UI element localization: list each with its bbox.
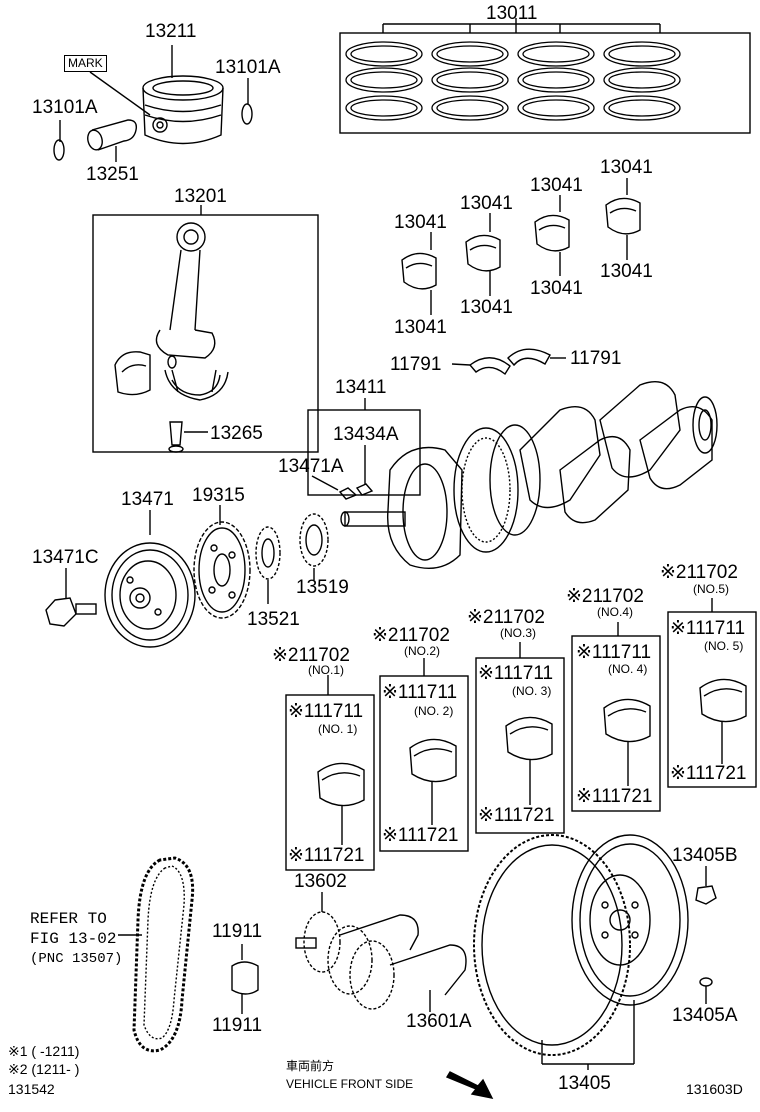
ring-gear — [473, 834, 631, 1056]
snap-ring-right — [241, 78, 253, 125]
note-1: ※1 ( -1211) — [8, 1043, 80, 1059]
label-bearing-6: 13041 — [530, 278, 583, 299]
figure-code-left: 131542 — [8, 1081, 55, 1097]
label-13211: 13211 — [145, 21, 197, 42]
label-13601a: 13601A — [406, 1011, 472, 1032]
flywheel-pin — [699, 977, 713, 1004]
connecting-rod-assembly — [92, 205, 319, 453]
front-side-jp: 車両前方 — [286, 1059, 335, 1073]
label-11911-top: 11911 — [212, 921, 263, 942]
label-g2-11711: ※111711 — [382, 682, 458, 703]
label-11791-left: 11791 — [390, 354, 442, 375]
label-g1-11702: ※211702 — [272, 645, 350, 666]
pulley-bolt — [45, 568, 97, 627]
label-13521: 13521 — [247, 609, 300, 630]
label-g4-11702: ※211702 — [566, 586, 644, 607]
timing-sprocket — [193, 505, 251, 619]
label-mark: MARK — [64, 55, 107, 72]
flywheel-bolt — [695, 866, 717, 905]
label-13405b: 13405B — [672, 845, 738, 866]
balance-bush — [231, 944, 259, 1014]
label-g5-11711: ※111711 — [670, 618, 746, 639]
label-13471a: 13471A — [278, 456, 344, 477]
label-13471c: 13471C — [32, 547, 99, 568]
label-g2-no: (NO. 2) — [414, 704, 454, 718]
label-11911-bottom: 11911 — [212, 1015, 263, 1036]
front-side-en: VEHICLE FRONT SIDE — [286, 1077, 414, 1091]
main-bearing-group-2 — [379, 658, 469, 852]
crank-pulley — [104, 510, 196, 648]
label-g1-11721: ※111721 — [288, 845, 365, 866]
main-bearing-group-3 — [475, 642, 565, 834]
label-refer-to: REFER TO — [30, 910, 107, 928]
balance-shaft-gears — [295, 892, 467, 1012]
label-g1-no-top: (NO.1) — [308, 663, 344, 677]
snap-ring-left — [53, 120, 65, 161]
front-direction-arrow — [445, 1071, 494, 1099]
piston-pin — [87, 119, 138, 162]
label-g3-11721: ※111721 — [478, 805, 555, 826]
label-refer-fig: FIG 13-02 — [30, 930, 117, 948]
label-bearing-1: 13041 — [394, 212, 447, 233]
label-g4-no-top: (NO.4) — [597, 605, 633, 619]
label-13101a-left: 13101A — [32, 97, 98, 118]
thrust-washers — [451, 348, 566, 376]
label-bearing-7: 13041 — [600, 157, 653, 178]
key-box — [307, 398, 421, 500]
label-13411: 13411 — [335, 377, 387, 398]
crankshaft — [340, 381, 718, 569]
main-bearing-group-4 — [571, 622, 661, 812]
label-13434a: 13434A — [333, 424, 399, 445]
label-bearing-3: 13041 — [460, 193, 513, 214]
label-g3-11711: ※111711 — [478, 663, 554, 684]
crank-gear — [299, 513, 329, 580]
timing-chain — [118, 856, 195, 1053]
label-13405a: 13405A — [672, 1005, 738, 1026]
label-13519: 13519 — [296, 577, 349, 598]
label-g5-11721: ※111721 — [670, 763, 747, 784]
label-g1-no: (NO. 1) — [318, 722, 358, 736]
label-g2-11702: ※211702 — [372, 625, 450, 646]
label-g5-no-top: (NO.5) — [693, 582, 729, 596]
flywheel-bracket-lines — [541, 1000, 635, 1070]
label-g5-11702: ※211702 — [660, 562, 738, 583]
label-g1-11711: ※111711 — [288, 701, 364, 722]
label-g2-11721: ※111721 — [382, 825, 459, 846]
main-bearing-group-1 — [285, 675, 375, 871]
label-13405: 13405 — [558, 1073, 611, 1094]
note-2: ※2 (1211- ) — [8, 1061, 80, 1077]
label-13251: 13251 — [86, 164, 139, 185]
piston — [89, 45, 224, 145]
label-bearing-8: 13041 — [600, 261, 653, 282]
label-11791-right: 11791 — [570, 348, 622, 369]
label-13602: 13602 — [294, 871, 347, 892]
flywheel — [571, 834, 689, 1006]
main-bearing-group-5 — [667, 598, 757, 788]
label-g3-no: (NO. 3) — [512, 684, 552, 698]
label-refer-pnc: (PNC 13507) — [30, 951, 123, 967]
label-13011: 13011 — [486, 3, 538, 24]
label-13471: 13471 — [121, 489, 174, 510]
figure-code-right: 131603D — [686, 1081, 743, 1097]
label-g2-no-top: (NO.2) — [404, 644, 440, 658]
label-g4-no: (NO. 4) — [608, 662, 648, 676]
label-bearing-4: 13041 — [460, 297, 513, 318]
label-19315: 19315 — [192, 485, 245, 506]
label-13201: 13201 — [174, 186, 227, 207]
label-13101a-right: 13101A — [215, 57, 281, 78]
label-13265: 13265 — [210, 423, 263, 444]
label-g3-11702: ※211702 — [467, 607, 545, 628]
crank-spacer — [255, 526, 281, 604]
crankshaft-bearings — [401, 178, 641, 315]
label-g4-11721: ※111721 — [576, 786, 653, 807]
label-g5-no: (NO. 5) — [704, 639, 744, 653]
label-bearing-5: 13041 — [530, 175, 583, 196]
label-g4-11711: ※111711 — [576, 642, 652, 663]
piston-ring-set — [339, 18, 751, 134]
label-bearing-2: 13041 — [394, 317, 447, 338]
label-g3-no-top: (NO.3) — [500, 626, 536, 640]
